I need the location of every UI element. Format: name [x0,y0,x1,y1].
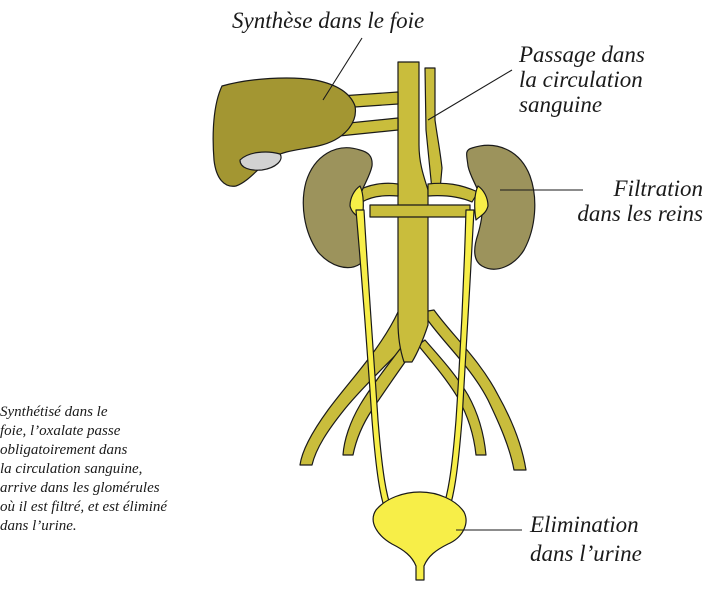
label-filtration: Filtration dans les reins [577,176,703,226]
caption-line: dans l’urine. [0,517,167,536]
aorta [425,68,442,190]
label-filtration-line2: dans les reins [577,201,703,226]
label-passage-line2: la circulation [519,67,645,92]
caption-line: foie, l’oxalate passe [0,422,167,441]
caption-line: obligatoirement dans [0,441,167,460]
caption-line: la circulation sanguine, [0,460,167,479]
label-filtration-line1: Filtration [577,176,703,201]
caption-line: Synthétisé dans le [0,403,167,422]
right-iliac-vessel [422,310,526,470]
label-synthese: Synthèse dans le foie [232,8,424,33]
cross-vessel [370,205,470,217]
caption-line: arrive dans les glomérules [0,479,167,498]
right-renal-vessel [428,183,478,202]
label-synthese-text: Synthèse dans le foie [232,8,424,33]
caption-line: où il est filtré, et est éliminé [0,498,167,517]
label-elimination: Elimination dans l’urine [530,512,642,566]
bladder [373,492,466,580]
label-passage: Passage dans la circulation sanguine [519,42,645,117]
label-passage-line3: sanguine [519,92,645,117]
label-passage-line1: Passage dans [519,42,645,67]
label-elimination-line1: Elimination [530,512,642,537]
caption: Synthétisé dans le foie, l’oxalate passe… [0,403,167,536]
right-iliac-inner [418,340,486,455]
label-elimination-line2: dans l’urine [530,541,642,566]
leader-passage [428,70,512,120]
